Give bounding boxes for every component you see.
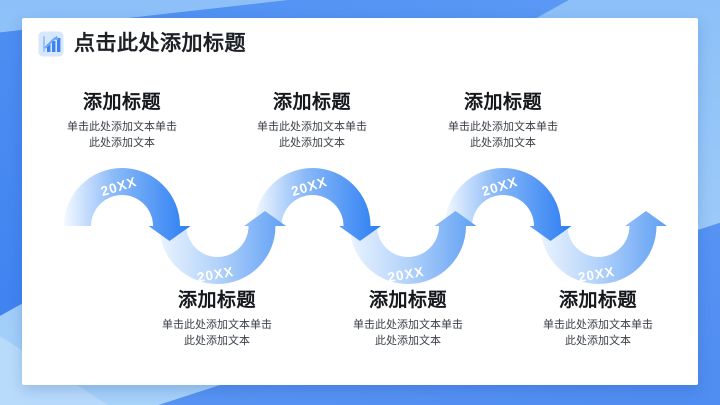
timeline-item-body[interactable]: 单击此处添加文本单击此处添加文本 [543, 319, 653, 347]
timeline-item-1[interactable]: 添加标题 单击此处添加文本单击此处添加文本 [32, 90, 212, 151]
timeline-arc-arrow[interactable] [254, 168, 382, 241]
timeline-item-heading[interactable]: 添加标题 [368, 290, 447, 311]
timeline-item-heading[interactable]: 添加标题 [463, 92, 542, 113]
timeline-item-6[interactable]: 添加标题 单击此处添加文本单击此处添加文本 [508, 288, 688, 349]
timeline-item-heading[interactable]: 添加标题 [82, 92, 161, 113]
timeline-item-2[interactable]: 添加标题 单击此处添加文本单击此处添加文本 [127, 288, 307, 349]
timeline-item-body[interactable]: 单击此处添加文本单击此处添加文本 [162, 319, 272, 347]
timeline-item-heading[interactable]: 添加标题 [272, 92, 351, 113]
timeline-arc-arrow[interactable] [64, 168, 191, 241]
title-row: 点击此处添加标题 [38, 31, 246, 57]
timeline-item-body[interactable]: 单击此处添加文本单击此处添加文本 [448, 121, 558, 149]
timeline-item-body[interactable]: 单击此处添加文本单击此处添加文本 [67, 121, 177, 149]
slide-title[interactable]: 点击此处添加标题 [74, 32, 246, 55]
timeline-item-5[interactable]: 添加标题 单击此处添加文本单击此处添加文本 [413, 90, 593, 151]
timeline-item-4[interactable]: 添加标题 单击此处添加文本单击此处添加文本 [318, 288, 498, 349]
timeline-arc-arrow[interactable] [445, 168, 572, 241]
bar-chart-increasing-icon [38, 31, 64, 57]
timeline-item-body[interactable]: 单击此处添加文本单击此处添加文本 [257, 121, 367, 149]
timeline-arc-arrow[interactable] [350, 211, 477, 284]
timeline-item-3[interactable]: 添加标题 单击此处添加文本单击此处添加文本 [222, 90, 402, 151]
timeline-item-heading[interactable]: 添加标题 [177, 290, 256, 311]
timeline-arc-arrow[interactable] [540, 211, 668, 284]
timeline-arc-arrow[interactable] [159, 211, 287, 284]
timeline-item-heading[interactable]: 添加标题 [558, 290, 637, 311]
timeline-item-body[interactable]: 单击此处添加文本单击此处添加文本 [353, 319, 463, 347]
